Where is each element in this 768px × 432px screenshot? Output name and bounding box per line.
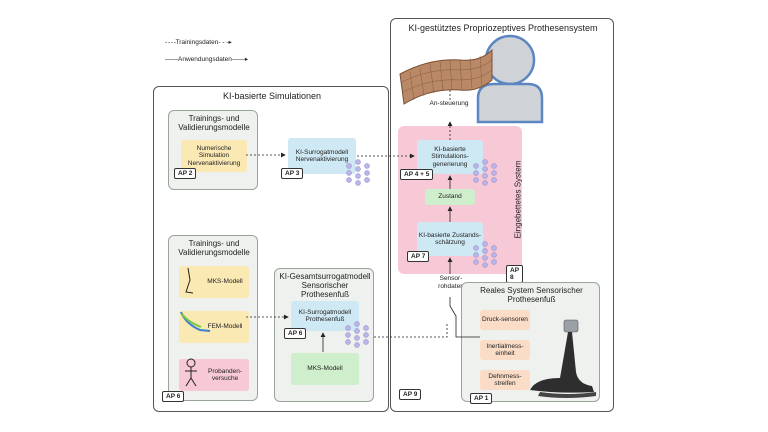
strain-gauge-box: Dehnmess-streifen xyxy=(480,370,530,390)
training-group-bottom: Trainings- und Validierungsmodelle MKS-M… xyxy=(162,235,258,402)
person-icon xyxy=(476,34,544,124)
network-icon-estimation xyxy=(473,241,497,268)
stimulation-box: KI-basierte Stimulations-generierung xyxy=(417,140,483,174)
system-panel: KI-gestütztes Propriozeptives Prothesens… xyxy=(390,18,614,412)
sensor-raw-label: Sensor-rohdaten xyxy=(438,275,464,290)
state-box: Zustand xyxy=(425,189,475,205)
ap2-badge: AP 2 xyxy=(174,168,197,179)
electrode-grid-icon xyxy=(399,48,493,105)
numerical-simulation-box: Numerische Simulation Nervenaktivierung xyxy=(181,140,247,172)
network-icon-stim xyxy=(473,159,497,186)
fem-model-box: FEM-Modell xyxy=(179,311,249,343)
prosthetic-foot-icon xyxy=(530,319,596,398)
line-real-to-sensor xyxy=(449,297,480,338)
probanden-label: Probanden-versuche xyxy=(208,367,242,383)
fem-model-label: FEM-Modell xyxy=(207,323,243,331)
ap1-badge: AP 1 xyxy=(470,393,493,404)
system-title: KI-gestütztes Propriozeptives Prothesens… xyxy=(408,23,598,33)
legend: - - - -Trainingsdaten- - -▸ ——Anwendungs… xyxy=(165,38,265,68)
ap45-badge: AP 4 + 5 xyxy=(400,169,434,180)
imu-box: Inertialmess-einheit xyxy=(480,340,530,360)
simulation-panel: KI-basierte Simulationen xyxy=(153,86,389,412)
mks-model-label: MKS-Modell xyxy=(207,278,243,286)
training-group-top-title: Trainings- und Validierungsmodelle xyxy=(178,114,250,132)
network-icon-nerve xyxy=(346,159,370,186)
ap6-badge-right: AP 6 xyxy=(284,328,307,339)
legend-application: ——Anwendungsdaten——▸ xyxy=(165,56,249,63)
stick-figure-icon xyxy=(185,358,197,387)
overall-surrogate-title: KI-Gesamtsurrogatmodell Sensorischer Pro… xyxy=(279,272,371,299)
actuation-label: An-steuerung xyxy=(429,100,469,107)
fem-foot-icon xyxy=(180,311,211,332)
simulation-title: KI-basierte Simulationen xyxy=(222,91,322,101)
mks-stick-icon xyxy=(185,267,194,294)
legend-training: - - - -Trainingsdaten- - -▸ xyxy=(165,39,232,46)
mks-model-box-overall: MKS-Modell xyxy=(291,353,359,385)
ap6-badge-left: AP 6 xyxy=(162,391,185,402)
ap9-badge: AP 9 xyxy=(399,389,422,400)
estimation-box: KI-basierte Zustands-schätzung xyxy=(417,222,483,256)
real-system-title: Reales System Sensorischer Prothesenfuß xyxy=(480,286,583,304)
training-group-top: Trainings- und Validierungsmodelle Numer… xyxy=(168,110,258,190)
ap3-badge: AP 3 xyxy=(281,168,304,179)
network-icon-foot xyxy=(345,321,369,348)
pressure-sensor-box: Druck-sensoren xyxy=(480,310,530,330)
training-group-bottom-title: Trainings- und Validierungsmodelle xyxy=(178,239,250,257)
ap7-badge: AP 7 xyxy=(407,251,430,262)
arrow-foot-to-real xyxy=(374,322,448,338)
